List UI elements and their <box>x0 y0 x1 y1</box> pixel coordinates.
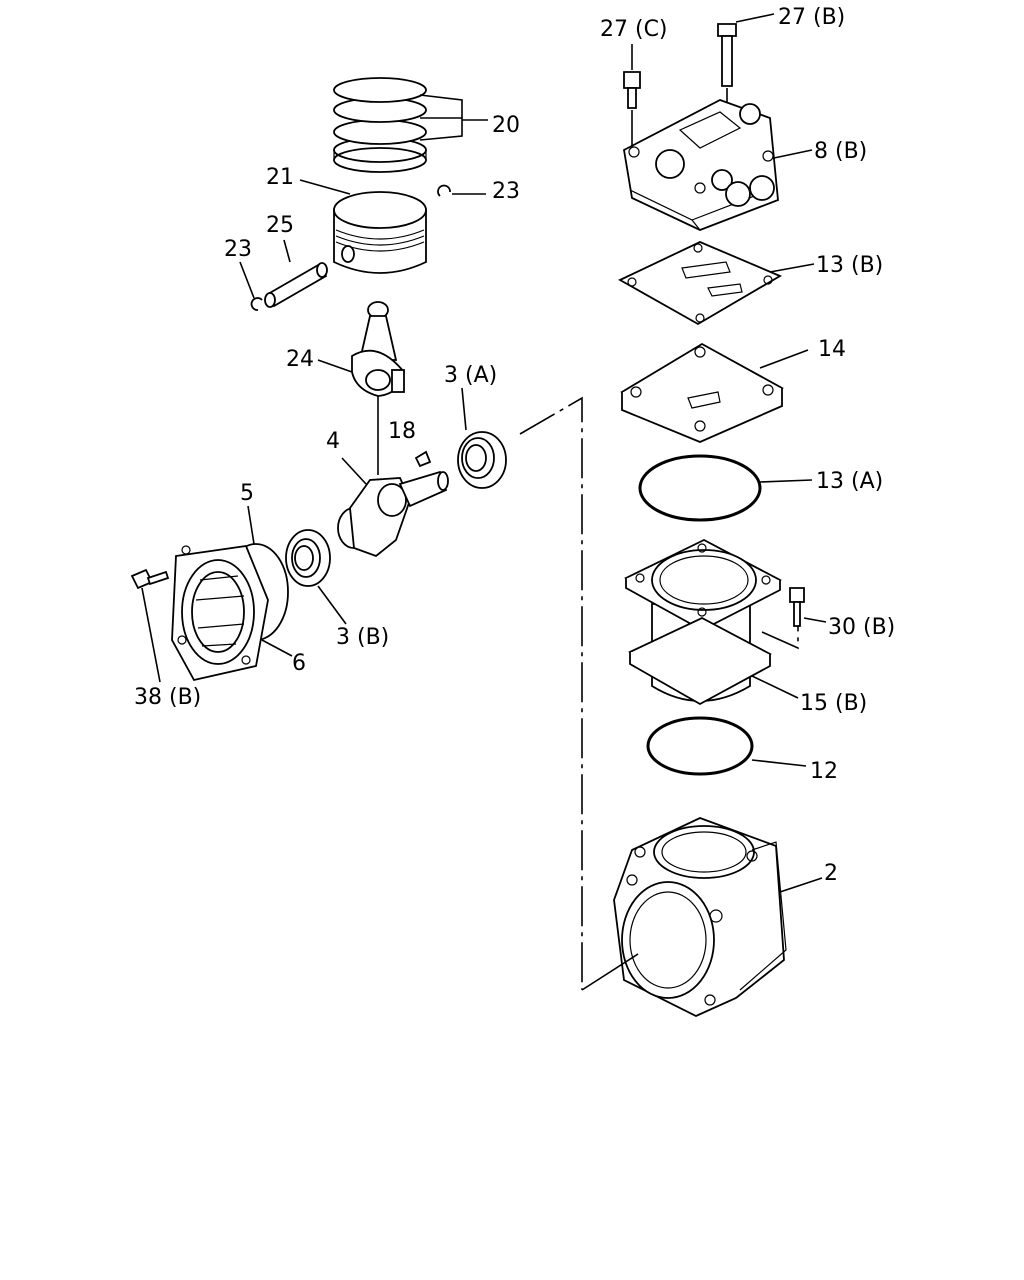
label-27c: 27 (C) <box>600 17 668 42</box>
bearing-3a <box>457 431 507 489</box>
label-8b: 8 (B) <box>814 139 867 164</box>
label-20: 20 <box>492 113 520 138</box>
label-5: 5 <box>240 481 254 506</box>
leader-38b <box>141 587 161 683</box>
label-6: 6 <box>292 651 306 676</box>
bolt-27c <box>623 71 641 109</box>
assembly-axis-line <box>519 396 583 990</box>
connecting-rod <box>351 301 405 397</box>
label-23-right: 23 <box>492 179 520 204</box>
label-3a: 3 (A) <box>444 363 497 388</box>
end-cover <box>171 545 269 682</box>
label-12: 12 <box>810 759 838 784</box>
crankcase <box>613 817 787 1017</box>
cylinder-liner <box>624 538 782 706</box>
crankshaft <box>337 470 449 558</box>
leader-3b <box>317 585 347 625</box>
label-2: 2 <box>824 861 838 886</box>
o-ring-12 <box>646 716 754 776</box>
label-30b: 30 (B) <box>828 615 895 640</box>
leader-20 <box>419 94 488 141</box>
label-18: 18 <box>388 419 416 444</box>
snap-ring-left <box>250 297 263 311</box>
leader-13b <box>769 263 815 273</box>
cylinder-head <box>623 99 779 231</box>
assembly-axis-end <box>581 953 639 991</box>
o-ring-13a <box>638 454 762 522</box>
valve-plate <box>620 342 784 443</box>
leader-25 <box>283 239 291 263</box>
leader-12 <box>751 759 807 767</box>
leader-15b <box>751 675 799 699</box>
bolt-38b <box>130 568 170 590</box>
leader-21 <box>299 179 351 195</box>
leader-6 <box>261 639 293 657</box>
label-13b: 13 (B) <box>816 253 883 278</box>
gasket-13b <box>618 241 783 326</box>
axis-30b <box>761 626 799 650</box>
snap-ring-right <box>437 184 451 197</box>
bolt-27b <box>717 23 737 87</box>
leader-2 <box>779 877 823 893</box>
leader-5 <box>247 505 255 545</box>
label-27b: 27 (B) <box>778 5 845 30</box>
leader-4 <box>341 457 367 485</box>
label-38b: 38 (B) <box>134 685 201 710</box>
leader-30b <box>803 617 827 623</box>
leader-13a <box>759 479 813 483</box>
leader-23-left <box>239 261 255 299</box>
label-3b: 3 (B) <box>336 625 389 650</box>
label-4: 4 <box>326 429 340 454</box>
bearing-3b <box>285 529 331 587</box>
label-23-left: 23 <box>224 237 252 262</box>
piston-rings <box>333 77 427 173</box>
piston <box>333 191 427 274</box>
label-14: 14 <box>818 337 846 362</box>
label-13a: 13 (A) <box>816 469 883 494</box>
leader-14 <box>759 349 809 369</box>
label-15b: 15 (B) <box>800 691 867 716</box>
bolt-30b <box>789 587 805 627</box>
leader-8b <box>773 149 813 159</box>
key <box>414 450 432 468</box>
leader-24 <box>317 359 353 373</box>
leader-3a <box>461 387 467 431</box>
leader-27b <box>735 13 775 23</box>
label-24: 24 <box>286 347 314 372</box>
piston-pin <box>264 262 328 308</box>
label-21: 21 <box>266 165 294 190</box>
label-25: 25 <box>266 213 294 238</box>
